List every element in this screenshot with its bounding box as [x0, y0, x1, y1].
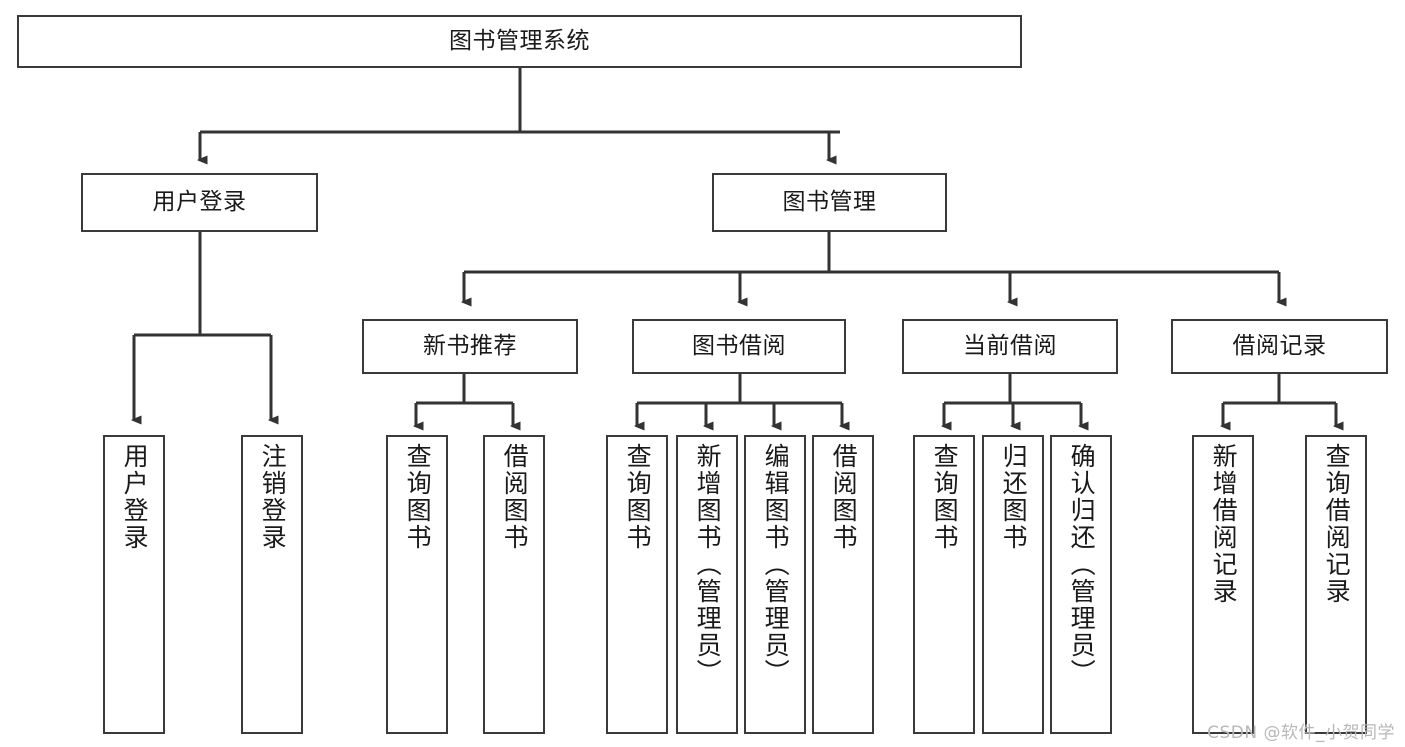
node-label: 当前借阅 — [963, 333, 1057, 360]
node-user-login[interactable]: 用户登录 — [81, 173, 318, 232]
leaf-edit-book-admin[interactable]: 编辑图书（管理员） — [744, 435, 806, 734]
node-label: 借阅图书 — [829, 443, 859, 551]
node-book-borrow[interactable]: 图书借阅 — [632, 319, 846, 374]
leaf-query-book-recommendation[interactable]: 查询图书 — [386, 435, 448, 734]
node-label: 借阅图书 — [500, 443, 530, 551]
node-label: 查询图书 — [930, 443, 960, 551]
node-label: 用户登录 — [120, 443, 150, 551]
node-label: 查询借阅记录 — [1322, 443, 1352, 605]
node-label: 用户登录 — [152, 189, 247, 216]
leaf-return-book[interactable]: 归还图书 — [982, 435, 1044, 734]
node-label: 注销登录 — [258, 443, 288, 551]
leaf-add-book-admin[interactable]: 新增图书（管理员） — [676, 435, 738, 734]
node-label: 新书推荐 — [423, 333, 517, 360]
node-label: 图书管理系统 — [449, 28, 590, 55]
node-label: 新增图书（管理员） — [693, 443, 723, 686]
leaf-user-login[interactable]: 用户登录 — [103, 435, 165, 734]
leaf-borrow-book[interactable]: 借阅图书 — [812, 435, 874, 734]
node-label: 查询图书 — [623, 443, 653, 551]
node-new-book-recommendation[interactable]: 新书推荐 — [362, 319, 578, 374]
leaf-query-book-borrow[interactable]: 查询图书 — [606, 435, 668, 734]
node-borrow-records[interactable]: 借阅记录 — [1171, 319, 1388, 374]
leaf-query-borrow-record[interactable]: 查询借阅记录 — [1305, 435, 1367, 734]
node-label: 确认归还（管理员） — [1067, 443, 1097, 686]
leaf-borrow-book-recommendation[interactable]: 借阅图书 — [483, 435, 545, 734]
node-current-borrow[interactable]: 当前借阅 — [902, 319, 1118, 374]
leaf-add-borrow-record[interactable]: 新增借阅记录 — [1192, 435, 1254, 734]
node-label: 编辑图书（管理员） — [761, 443, 791, 686]
node-label: 图书借阅 — [692, 333, 786, 360]
node-label: 查询图书 — [403, 443, 433, 551]
leaf-query-book-current[interactable]: 查询图书 — [913, 435, 975, 734]
leaf-confirm-return-admin[interactable]: 确认归还（管理员） — [1050, 435, 1112, 734]
node-label: 图书管理 — [782, 189, 877, 216]
node-label: 归还图书 — [999, 443, 1029, 551]
leaf-logout[interactable]: 注销登录 — [241, 435, 303, 734]
node-label: 新增借阅记录 — [1209, 443, 1239, 605]
node-label: 借阅记录 — [1232, 333, 1327, 360]
node-root-system[interactable]: 图书管理系统 — [17, 15, 1022, 68]
node-book-management[interactable]: 图书管理 — [712, 173, 947, 232]
